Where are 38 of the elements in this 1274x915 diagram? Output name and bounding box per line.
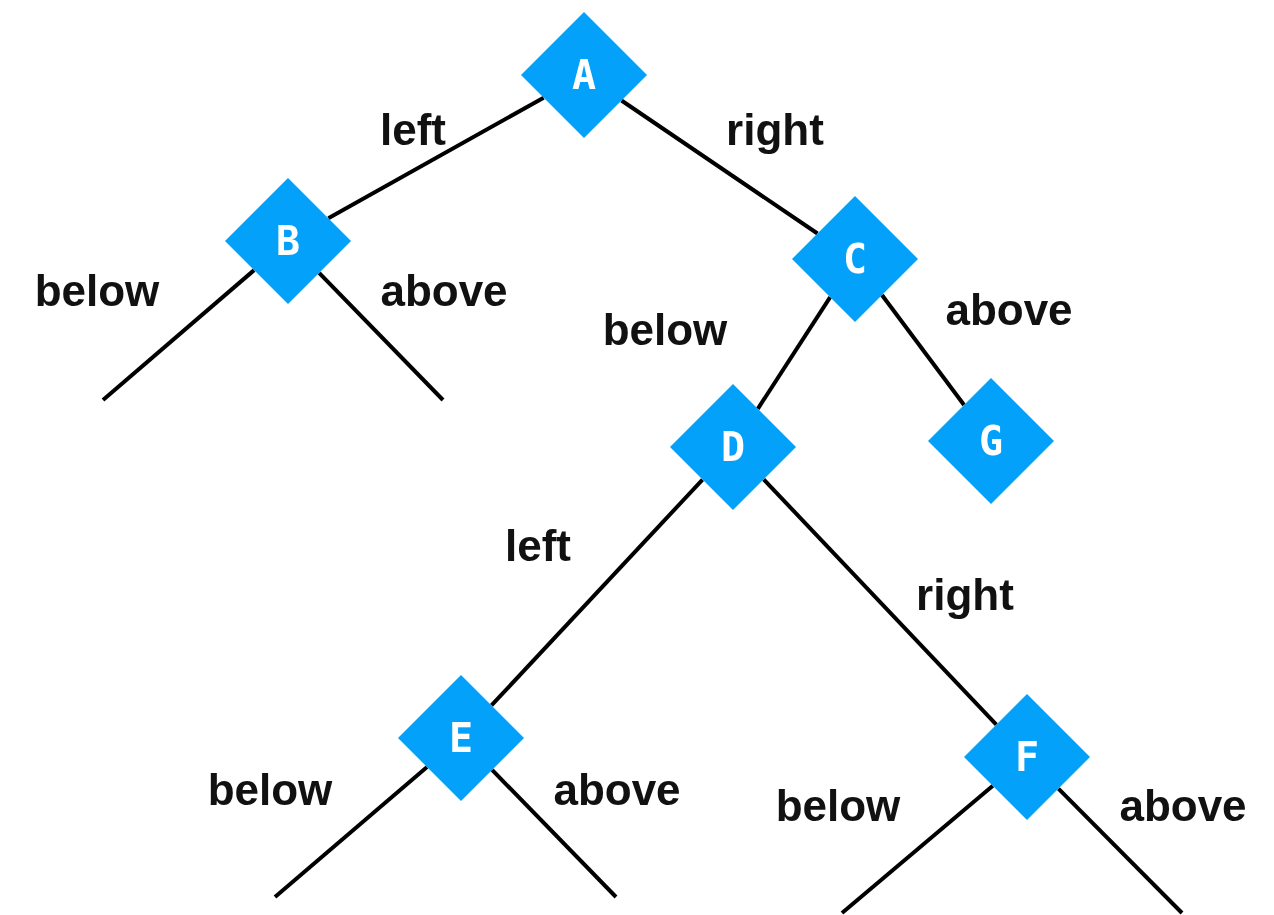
decision-diamond: [521, 12, 647, 138]
connector-line: [101, 268, 256, 402]
node-letter: B: [275, 221, 301, 261]
edge-label: left: [505, 524, 571, 568]
edge-label: above: [945, 288, 1073, 332]
connector-line: [620, 98, 819, 236]
node-letter: F: [1014, 737, 1040, 777]
node-letter: D: [720, 427, 746, 467]
connector-line: [840, 784, 995, 915]
edge-label: right: [916, 573, 1014, 617]
decision-diamond: [792, 196, 918, 322]
decision-diamond: [225, 178, 351, 304]
edge-label: right: [726, 108, 824, 152]
connector-line: [880, 293, 966, 407]
decision-diamond: [670, 384, 796, 510]
connector-line: [756, 296, 832, 410]
connector-line: [490, 768, 618, 899]
connector-line: [762, 477, 998, 727]
decision-diamond: [398, 675, 524, 801]
edge-label: above: [1119, 784, 1247, 828]
connector-line: [327, 95, 545, 221]
connector-line: [489, 478, 705, 707]
edge-label: above: [553, 768, 681, 812]
edge-label: below: [34, 269, 160, 313]
edge-label: below: [207, 768, 333, 812]
connector-line: [1056, 787, 1184, 915]
connector-line: [273, 765, 429, 899]
decision-diamond: [928, 378, 1054, 504]
node-letter: C: [842, 239, 868, 279]
edge-label: below: [602, 308, 728, 352]
edge-label: left: [380, 108, 446, 152]
edge-label: below: [775, 784, 901, 828]
connector-line: [317, 271, 445, 402]
node-letter: E: [448, 718, 474, 758]
node-letter: G: [978, 421, 1004, 461]
edge-label: above: [380, 269, 508, 313]
decision-diamond: [964, 694, 1090, 820]
node-letter: A: [571, 55, 597, 95]
